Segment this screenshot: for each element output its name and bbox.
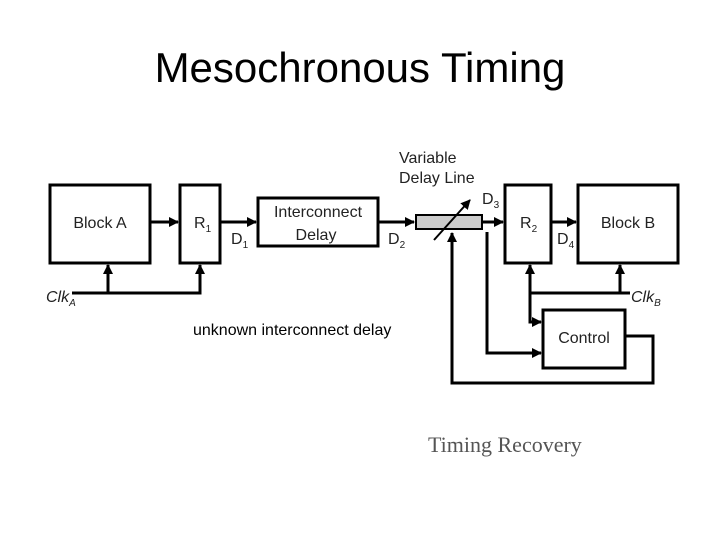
interconnect-delay-box <box>256 196 380 248</box>
control-box <box>541 308 627 370</box>
clkb-wire <box>525 264 630 295</box>
clkb-label: ClkB <box>631 289 661 309</box>
r2-label: R2 <box>520 215 538 235</box>
control-label: Control <box>558 330 610 347</box>
variable-adjust-arrow <box>433 199 471 241</box>
block-b-label: Block B <box>601 215 655 232</box>
variable-label-2: Delay Line <box>399 170 475 187</box>
d1-label: D1 <box>231 231 249 251</box>
clka-label: ClkA <box>46 289 76 309</box>
block-b <box>576 183 680 265</box>
delay-to-control-wire <box>485 232 542 358</box>
variable-label-1: Variable <box>399 150 457 167</box>
r2-to-control-wire <box>528 293 542 327</box>
block-a <box>48 183 152 265</box>
d4-label: D4 <box>557 231 575 251</box>
timing-recovery-label: Timing Recovery <box>428 432 582 457</box>
control-to-delay-wire <box>447 232 655 385</box>
block-a-label: Block A <box>73 215 127 232</box>
clka-wire <box>72 264 205 295</box>
slide-title: Mesochronous Timing <box>154 44 566 91</box>
d3-label: D3 <box>482 191 500 211</box>
register-r1 <box>178 183 222 265</box>
r1-label: R1 <box>194 215 212 235</box>
caption: unknown interconnect delay <box>193 322 392 339</box>
d2-label: D2 <box>388 231 406 251</box>
interconnect-label-2: Delay <box>296 227 337 244</box>
register-r2 <box>503 183 553 265</box>
interconnect-label-1: Interconnect <box>274 204 363 221</box>
